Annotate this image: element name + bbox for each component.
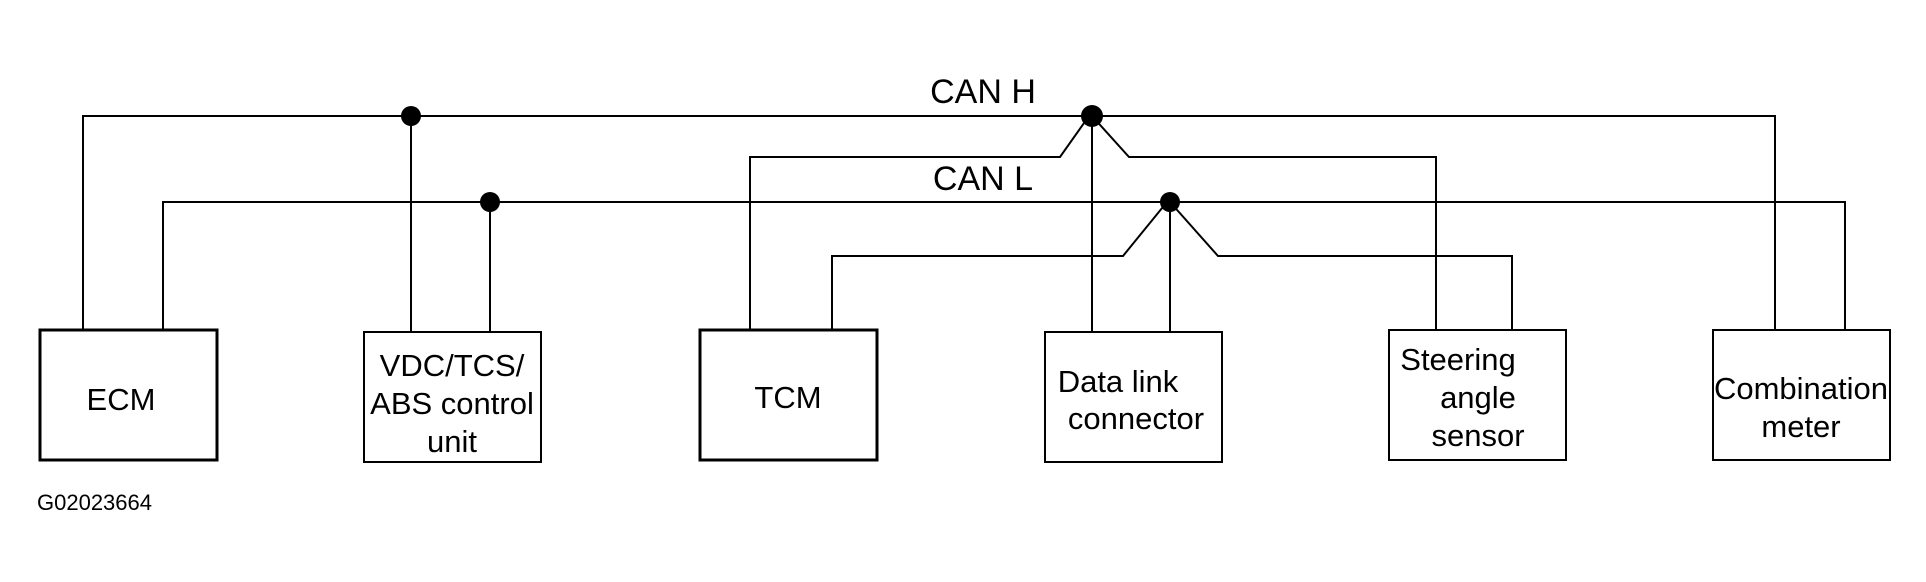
can-h-branch-steering [1091, 115, 1437, 330]
can-l-label: CAN L [933, 160, 1033, 198]
can-l-wiring [162, 201, 1846, 332]
data-link-connector-unit: Data link connector [1044, 331, 1223, 463]
junction-dot [1081, 105, 1103, 127]
junction-dot [480, 192, 500, 212]
vdc-tcs-abs-box [363, 331, 542, 463]
vdc-tcs-abs-unit: VDC/TCS/ ABS control unit [363, 331, 542, 463]
data-link-connector-box [1044, 331, 1223, 463]
can-h-main-line [82, 115, 1776, 330]
junctions [401, 105, 1180, 212]
combination-meter-label-line1: Combination [1714, 371, 1888, 406]
steering-angle-sensor-unit: Steering angle sensor [1388, 329, 1567, 461]
steering-angle-sensor-label-line2: angle [1440, 380, 1516, 415]
combination-meter-label-line2: meter [1761, 409, 1840, 444]
can-h-branch-tcm [749, 115, 1090, 330]
combination-meter-unit: Combination meter [1712, 329, 1891, 461]
junction-dot [1160, 192, 1180, 212]
tcm-label: TCM [754, 380, 821, 415]
combination-meter-box [1712, 329, 1891, 461]
can-h-wiring [82, 115, 1776, 332]
ecm-box [38, 328, 219, 462]
vdc-tcs-abs-label-line3: unit [427, 424, 477, 459]
steering-angle-sensor-label-line1: Steering [1400, 342, 1515, 377]
ecm-unit: ECM [38, 328, 219, 462]
can-h-label: CAN H [930, 73, 1036, 111]
can-l-branch-steering [1169, 201, 1513, 330]
data-link-connector-label-line1: Data link [1058, 364, 1179, 399]
steering-angle-sensor-label-line3: sensor [1431, 418, 1524, 453]
can-l-branch-tcm [831, 201, 1168, 330]
steering-angle-sensor-box [1388, 329, 1567, 461]
vdc-tcs-abs-label-line2: ABS control [370, 386, 534, 421]
tcm-unit: TCM [698, 328, 879, 462]
vdc-tcs-abs-label-line1: VDC/TCS/ [380, 348, 525, 383]
can-l-main-line [162, 201, 1846, 330]
junction-dot [401, 106, 421, 126]
figure-id: G02023664 [37, 490, 152, 515]
tcm-box [698, 328, 879, 462]
data-link-connector-label-line2: connector [1068, 401, 1204, 436]
ecm-label: ECM [87, 382, 156, 417]
